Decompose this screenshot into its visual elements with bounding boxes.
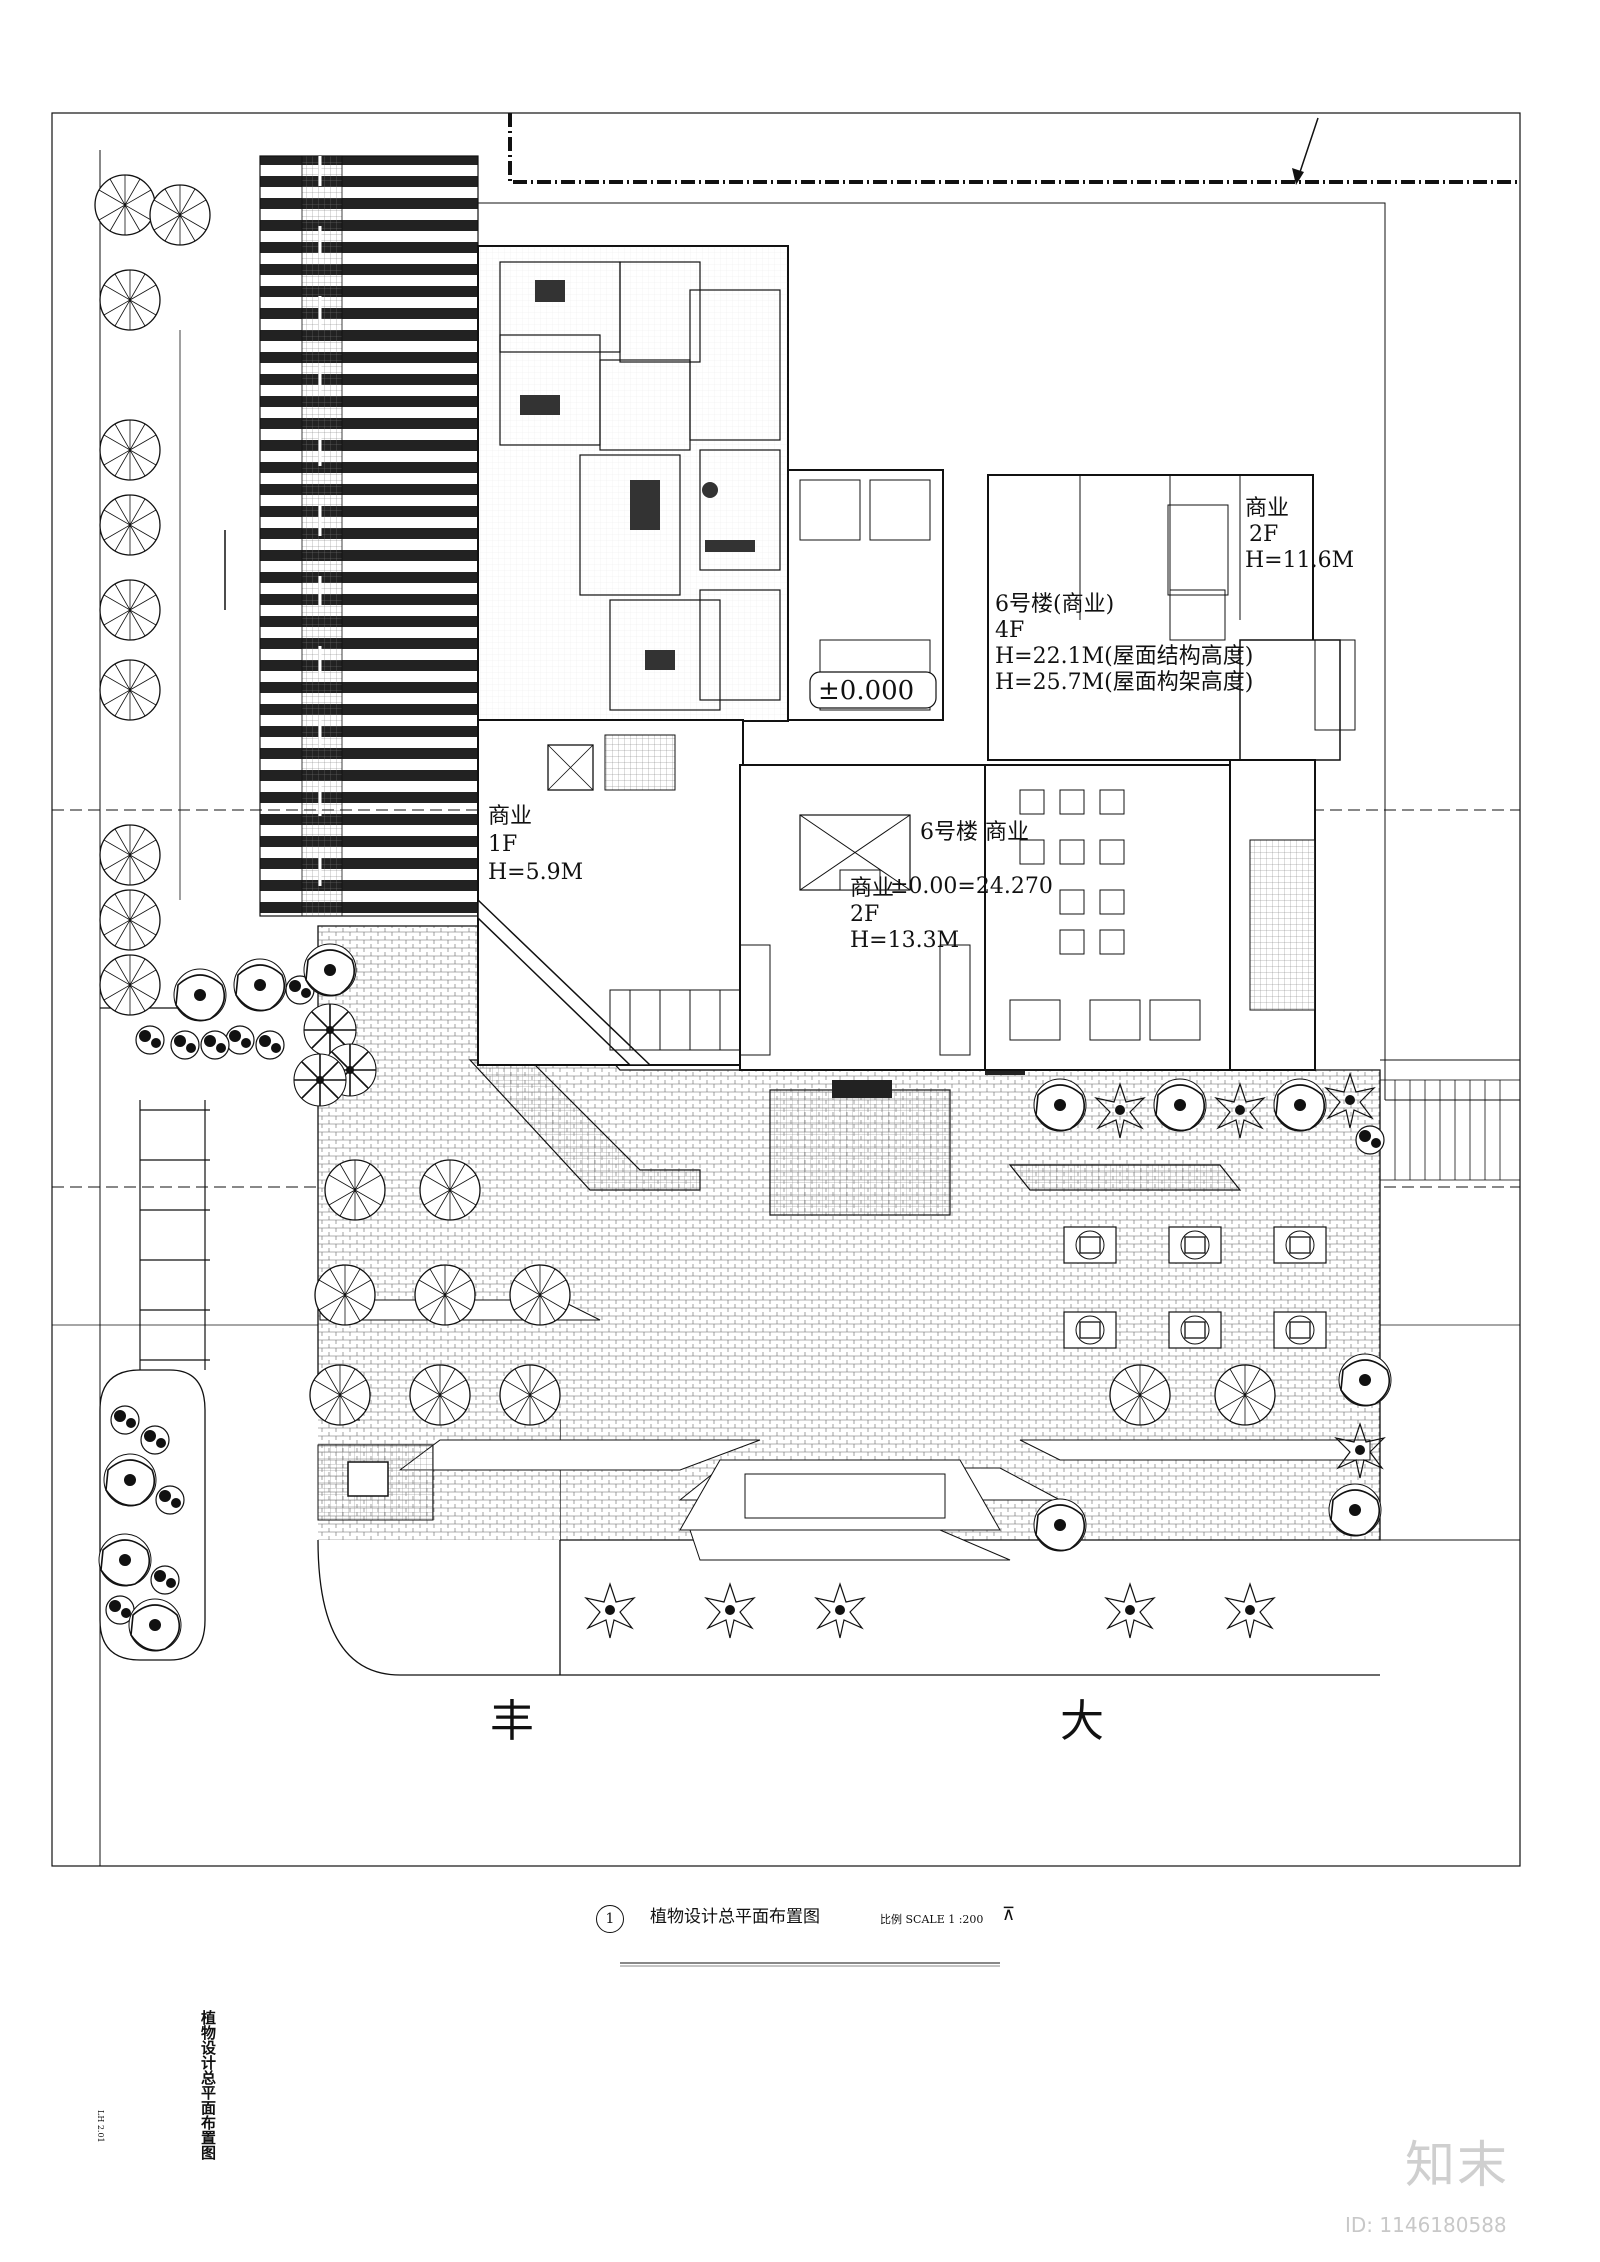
commercial-1f-left-label: 商业 1F H=5.9M	[488, 806, 583, 884]
commercial-2f-right-floors: 2F	[1249, 522, 1279, 547]
commercial-2f-right-label: 商业 2F H=11.6M	[1245, 498, 1354, 572]
center-2f-label: 商业 2F H=13.3M	[850, 878, 959, 952]
side-drawing-code: LH 2.01	[96, 2110, 105, 2143]
center-2f-floors: 2F	[850, 902, 880, 927]
road-char-left: 丰	[490, 1696, 534, 1747]
side-drawing-title: 植物设计总平面布置图	[199, 2010, 217, 2160]
watermark-id: ID: 1146180588	[1345, 2213, 1507, 2237]
north-arrow-icon: ⊼	[1002, 1904, 1016, 1925]
road-char-right: 大	[1060, 1696, 1104, 1747]
building-6-structure-height: H=22.1M(屋面结构高度)	[995, 644, 1254, 669]
commercial-1f-left-floors: 1F	[488, 832, 518, 857]
level-mark-label: ±0.00=24.270	[890, 874, 1053, 899]
zero-level-label: ±0.000	[818, 676, 915, 706]
building-6-frame-height: H=25.7M(屋面构架高度)	[995, 670, 1254, 695]
commercial-1f-left-name: 商业	[488, 804, 533, 829]
center-2f-name: 商业	[850, 876, 895, 901]
commercial-2f-right-name: 商业	[1245, 496, 1290, 521]
center-2f-height: H=13.3M	[850, 928, 960, 953]
building-6-floors: 4F	[995, 618, 1025, 643]
drawing-scale: 比例 SCALE 1 :200	[880, 1913, 984, 1926]
watermark-logo: 知末	[1405, 2136, 1509, 2194]
commercial-2f-right-height: H=11.6M	[1245, 548, 1355, 573]
building-6-label: 6号楼(商业) 4F H=22.1M(屋面结构高度) H=25.7M(屋面构架高…	[995, 594, 1253, 694]
commercial-1f-left-height: H=5.9M	[488, 860, 584, 885]
building-6-center-label: 6号楼 商业	[920, 820, 1029, 845]
drawing-number: 1	[596, 1905, 624, 1933]
building-6-name: 6号楼(商业)	[995, 592, 1115, 617]
drawing-title: 植物设计总平面布置图	[650, 1907, 820, 1927]
